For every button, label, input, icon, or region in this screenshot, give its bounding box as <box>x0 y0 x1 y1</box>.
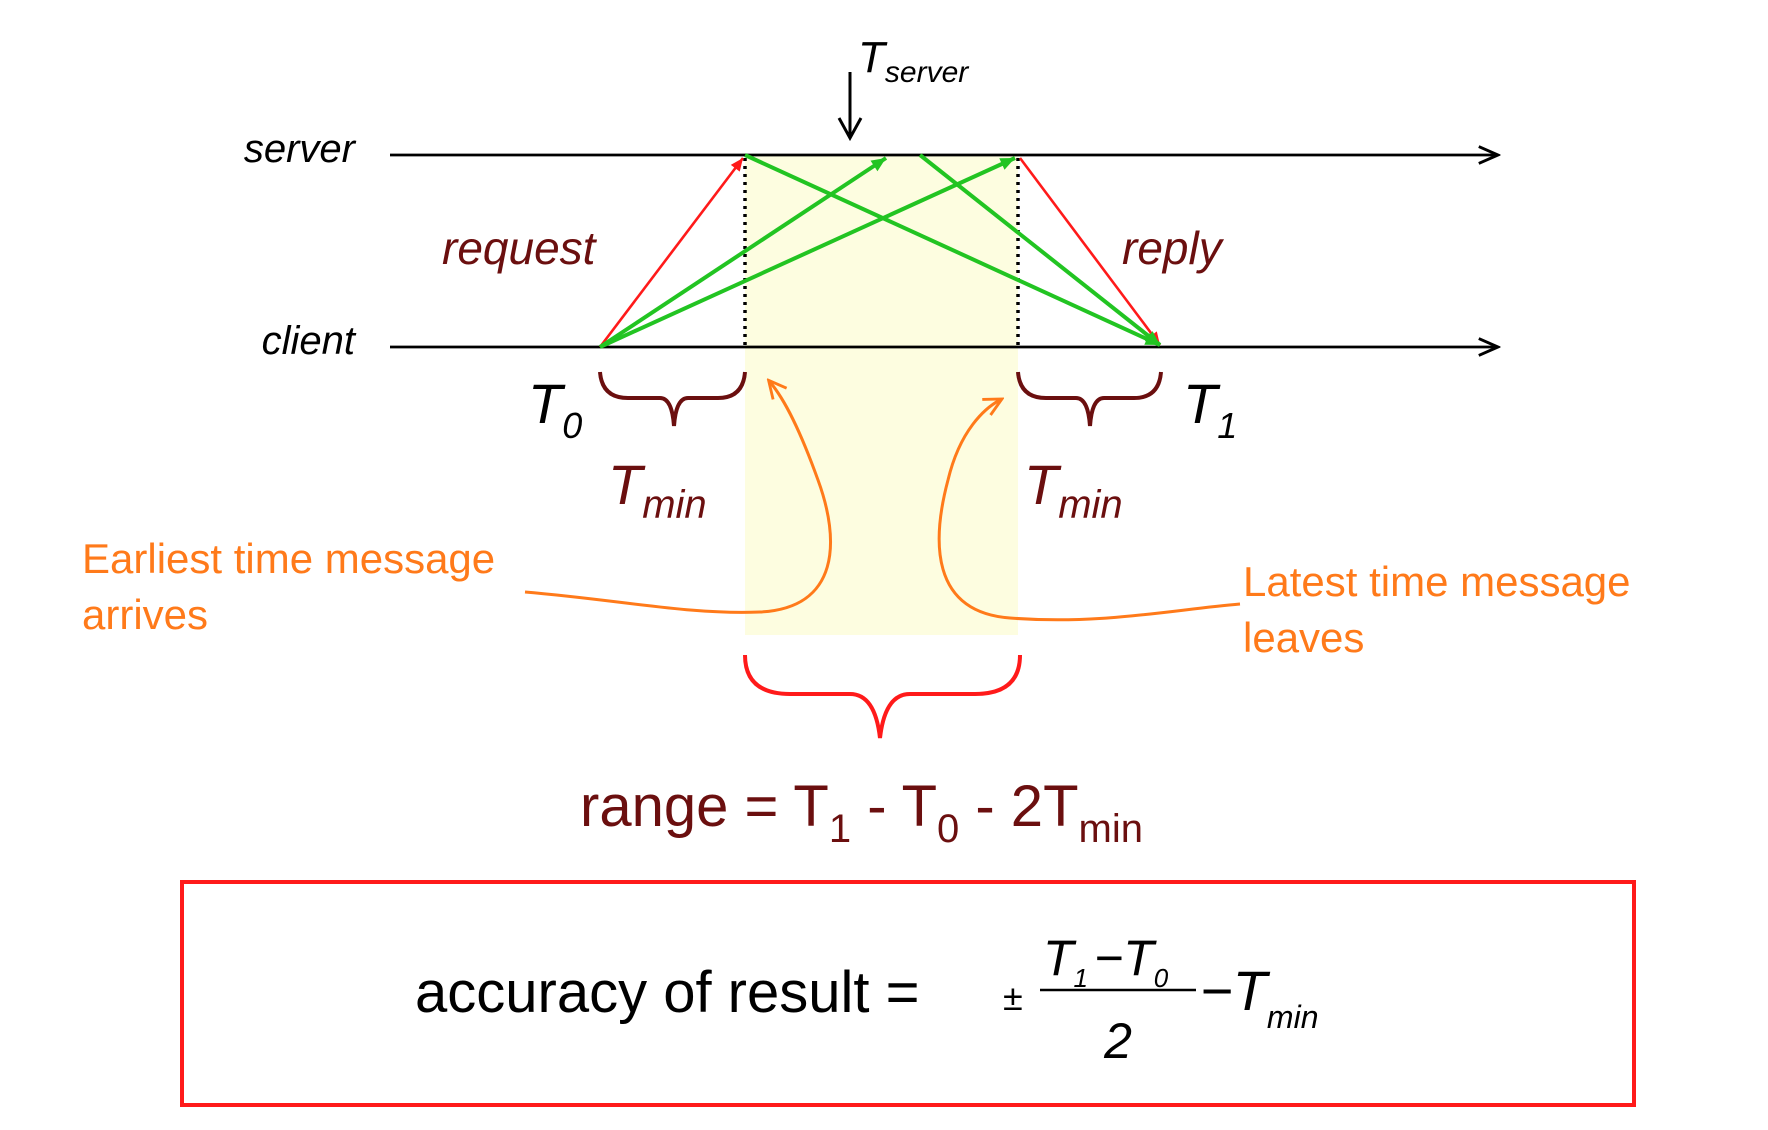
request-label: request <box>442 222 598 274</box>
plus-minus-sign: ± <box>1003 977 1023 1018</box>
fraction-denominator: 2 <box>1103 1013 1132 1069</box>
t1-label: T1 <box>1183 372 1237 446</box>
minus-tmin: −Tmin <box>1200 959 1318 1035</box>
reply-arrow <box>1018 157 1162 346</box>
range-formula: range = T1 - T0 - 2Tmin <box>580 774 1143 851</box>
client-label: client <box>262 319 357 363</box>
tmin-left-label: Tmin <box>608 453 707 527</box>
tmin-right-label: Tmin <box>1024 453 1123 527</box>
earliest-annotation-line2: arrives <box>82 591 208 638</box>
green-arrow-server-to-client-1 <box>744 153 1161 347</box>
t-server-arrowhead <box>837 117 863 142</box>
latest-annotation-line1: Latest time message <box>1243 558 1631 605</box>
tmin-brace-right <box>1016 371 1163 427</box>
fraction-numerator: T1−T0 <box>1043 930 1169 993</box>
earliest-annotation-line1: Earliest time message <box>82 535 495 582</box>
range-brace <box>743 654 1022 739</box>
earliest-arrow <box>524 382 833 614</box>
accuracy-box <box>180 880 1636 1107</box>
reply-label: reply <box>1122 222 1225 274</box>
latest-arrow <box>937 400 1241 622</box>
t-server-label: Tserver <box>858 33 969 89</box>
server-label: server <box>244 127 357 171</box>
tmin-brace-left <box>598 371 747 427</box>
green-arrow-server-to-client-2 <box>918 153 1162 347</box>
request-arrow <box>598 157 745 348</box>
green-arrow-client-to-server-2 <box>599 156 1016 349</box>
accuracy-label: accuracy of result = <box>415 960 920 1025</box>
highlight-region <box>745 155 1018 635</box>
latest-annotation-line2: leaves <box>1243 614 1364 661</box>
t0-label: T0 <box>528 372 582 446</box>
green-arrow-client-to-server-1 <box>598 156 888 349</box>
